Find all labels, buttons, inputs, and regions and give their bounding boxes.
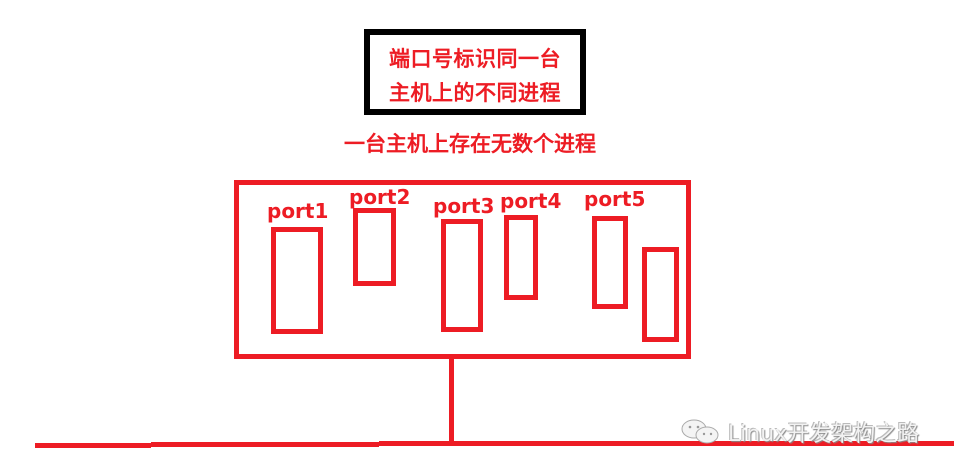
port-label-4: port4 [500,189,562,213]
process-box-2 [353,208,396,286]
process-box-4 [504,215,538,300]
network-line-segment-1 [35,443,151,448]
host-box [234,180,691,359]
port-label-5: port5 [584,187,646,211]
process-box-3 [441,219,483,332]
title-line-1: 端口号标识同一台 [389,47,561,71]
title-line-2: 主机上的不同进程 [389,81,561,105]
watermark: Linux开发架构之路 [680,418,920,447]
watermark-text: Linux开发架构之路 [728,422,920,447]
connector-line [449,354,454,446]
port-label-2: port2 [349,185,411,209]
network-line-segment-3 [379,441,954,446]
port-label-1: port1 [267,199,329,223]
process-box-1 [271,227,323,334]
wechat-icon [680,418,724,446]
process-box-6 [642,247,679,342]
title-box: 端口号标识同一台 主机上的不同进程 [364,29,586,115]
port-label-3: port3 [433,194,495,218]
network-line-segment-2 [151,442,379,447]
process-box-5 [592,216,628,309]
subtitle: 一台主机上存在无数个进程 [344,132,596,156]
